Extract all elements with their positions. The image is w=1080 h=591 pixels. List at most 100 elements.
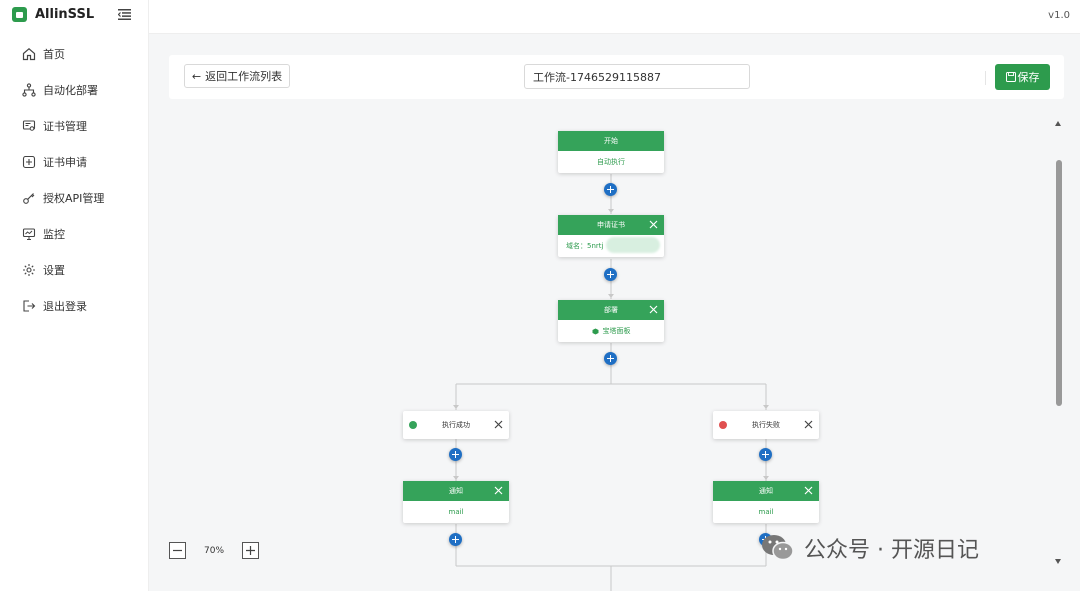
check-circle-icon — [409, 421, 417, 429]
node-subtitle: mail — [448, 508, 464, 516]
zoom-level: 70% — [204, 545, 225, 556]
zoom-controls: 70% — [169, 542, 260, 559]
start-node[interactable]: 开始 自动执行 — [558, 131, 664, 173]
sidebar-item-label: 退出登录 — [43, 300, 87, 313]
close-icon[interactable] — [494, 486, 503, 495]
add-node-button[interactable] — [604, 352, 617, 365]
sidebar-nav: 首页 自动化部署 证书管理 证书申请 授权API管理 监控 设置 退出登录 — [0, 36, 148, 324]
notify-node-header: 通知 — [713, 481, 819, 501]
node-subtitle: 自动执行 — [597, 158, 625, 166]
baota-panel-icon — [592, 328, 598, 334]
flow-connectors — [453, 174, 769, 591]
add-node-button[interactable] — [759, 448, 772, 461]
sidebar-item-logout[interactable]: 退出登录 — [0, 288, 148, 324]
brand[interactable]: AllinSSL — [12, 7, 94, 22]
deploy-node-body: 宝塔面板 — [558, 320, 664, 342]
sidebar-item-label: 自动化部署 — [43, 84, 98, 97]
sidebar-item-certificates[interactable]: 证书管理 — [0, 108, 148, 144]
sidebar-item-label: 证书申请 — [43, 156, 87, 169]
scroll-down-arrow[interactable] — [1055, 559, 1061, 564]
workflow-icon — [22, 83, 36, 97]
node-title: 通知 — [759, 487, 773, 495]
watermark: 公众号 · 开源日记 — [760, 532, 979, 564]
start-node-header: 开始 — [558, 131, 664, 151]
sidebar: AllinSSL 首页 自动化部署 证书管理 证书申请 授权API管理 — [0, 0, 149, 591]
sidebar-item-api-auth[interactable]: 授权API管理 — [0, 180, 148, 216]
sidebar-item-label: 首页 — [43, 48, 65, 61]
home-icon — [22, 48, 36, 61]
add-node-button[interactable] — [604, 183, 617, 196]
app-name: AllinSSL — [35, 7, 95, 22]
toolbar-divider — [985, 71, 986, 85]
fail-branch-node[interactable]: 执行失败 — [713, 411, 819, 439]
node-subtitle: mail — [758, 508, 774, 516]
close-icon[interactable] — [649, 305, 658, 314]
apply-cert-node-header: 申请证书 — [558, 215, 664, 235]
node-title: 通知 — [449, 487, 463, 495]
redacted-blur — [606, 237, 660, 253]
logout-icon — [23, 300, 36, 312]
sidebar-item-home[interactable]: 首页 — [0, 36, 148, 72]
branch-label: 执行失败 — [752, 421, 780, 429]
sidebar-item-label: 监控 — [43, 228, 65, 241]
branch-label: 执行成功 — [442, 421, 470, 429]
sidebar-item-apply-cert[interactable]: 证书申请 — [0, 144, 148, 180]
close-icon[interactable] — [649, 220, 658, 229]
scroll-up-arrow[interactable] — [1055, 121, 1061, 126]
monitor-icon — [22, 228, 36, 240]
notify-node-left[interactable]: 通知 mail — [403, 481, 509, 523]
key-icon — [23, 193, 35, 204]
node-title: 部署 — [604, 306, 618, 314]
start-node-body: 自动执行 — [558, 151, 664, 173]
wechat-icon — [762, 535, 794, 561]
add-node-button[interactable] — [449, 533, 462, 546]
save-icon — [1005, 72, 1016, 82]
gear-icon — [23, 264, 35, 276]
minus-icon — [173, 549, 182, 552]
node-title: 申请证书 — [597, 221, 625, 229]
node-subtitle: 域名：5nrtj — [566, 242, 604, 250]
arrow-left-icon: ← — [191, 69, 202, 83]
save-button[interactable]: 保存 — [995, 64, 1050, 90]
zoom-out-button[interactable] — [169, 542, 186, 559]
back-to-workflow-list-button[interactable]: ← 返回工作流列表 — [184, 64, 290, 88]
close-icon[interactable] — [494, 420, 503, 429]
node-subtitle: 宝塔面板 — [602, 327, 631, 335]
plus-square-icon — [22, 155, 36, 169]
sidebar-item-label: 授权API管理 — [43, 192, 105, 205]
workflow-toolbar: ← 返回工作流列表 保存 — [169, 55, 1064, 99]
plus-icon — [246, 546, 256, 555]
workflow-canvas[interactable]: 开始 自动执行 申请证书 域名：5nrtj 部署 宝塔面板 执行成功 — [149, 100, 1080, 591]
sidebar-item-monitor[interactable]: 监控 — [0, 216, 148, 252]
save-button-label: 保存 — [1017, 71, 1040, 84]
close-icon[interactable] — [804, 420, 813, 429]
add-node-button[interactable] — [449, 448, 462, 461]
apply-cert-node[interactable]: 申请证书 域名：5nrtj — [558, 215, 664, 257]
watermark-text: 公众号 · 开源日记 — [804, 538, 979, 563]
add-node-button[interactable] — [604, 268, 617, 281]
notify-node-header: 通知 — [403, 481, 509, 501]
sidebar-item-auto-deploy[interactable]: 自动化部署 — [0, 72, 148, 108]
back-button-label: 返回工作流列表 — [205, 70, 283, 83]
notify-node-right[interactable]: 通知 mail — [713, 481, 819, 523]
deploy-node[interactable]: 部署 宝塔面板 — [558, 300, 664, 342]
notify-node-body: mail — [713, 501, 819, 523]
certificate-icon — [22, 120, 36, 131]
version-label: v1.0 — [1048, 10, 1070, 21]
close-icon[interactable] — [804, 486, 813, 495]
node-title: 开始 — [604, 137, 618, 145]
zoom-in-button[interactable] — [242, 542, 260, 559]
sidebar-item-label: 设置 — [43, 264, 65, 277]
error-circle-icon — [719, 421, 727, 429]
sidebar-item-label: 证书管理 — [43, 120, 87, 133]
scrollbar-thumb[interactable] — [1056, 160, 1062, 406]
sidebar-item-settings[interactable]: 设置 — [0, 252, 148, 288]
apply-cert-node-body: 域名：5nrtj — [558, 235, 664, 257]
lock-logo-icon — [12, 7, 27, 22]
notify-node-body: mail — [403, 501, 509, 523]
deploy-node-header: 部署 — [558, 300, 664, 320]
collapse-menu-icon[interactable] — [118, 9, 131, 20]
success-branch-node[interactable]: 执行成功 — [403, 411, 509, 439]
workflow-name-input[interactable] — [524, 64, 750, 89]
top-bar: v1.0 — [149, 0, 1080, 34]
